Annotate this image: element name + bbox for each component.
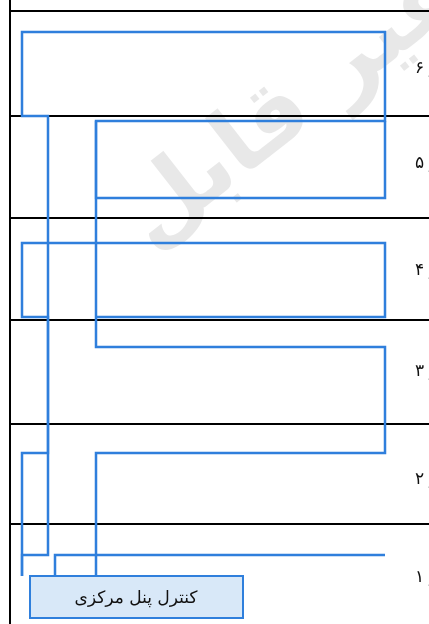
phase-label-3: فاز ۳ <box>415 361 429 381</box>
phase-label-5: فاز ۵ <box>415 153 429 173</box>
phase-label-1: فاز ۱ <box>415 567 429 587</box>
phase-label-4: فاز ۴ <box>415 260 429 280</box>
wiring-loop-left-riser <box>20 241 50 576</box>
control-panel-label: کنترل پنل مرکزی <box>75 588 199 608</box>
phase-label-6: فاز ۶ <box>415 58 429 78</box>
watermark-text: غیر قابل <box>98 0 429 268</box>
wiring-loop-floor-5 <box>94 121 387 200</box>
wiring-panel-connector <box>53 553 98 576</box>
phase-label-2: فاز ۲ <box>415 469 429 489</box>
control-panel-box <box>29 575 244 619</box>
wiring-loop-floor-4 <box>48 241 387 319</box>
